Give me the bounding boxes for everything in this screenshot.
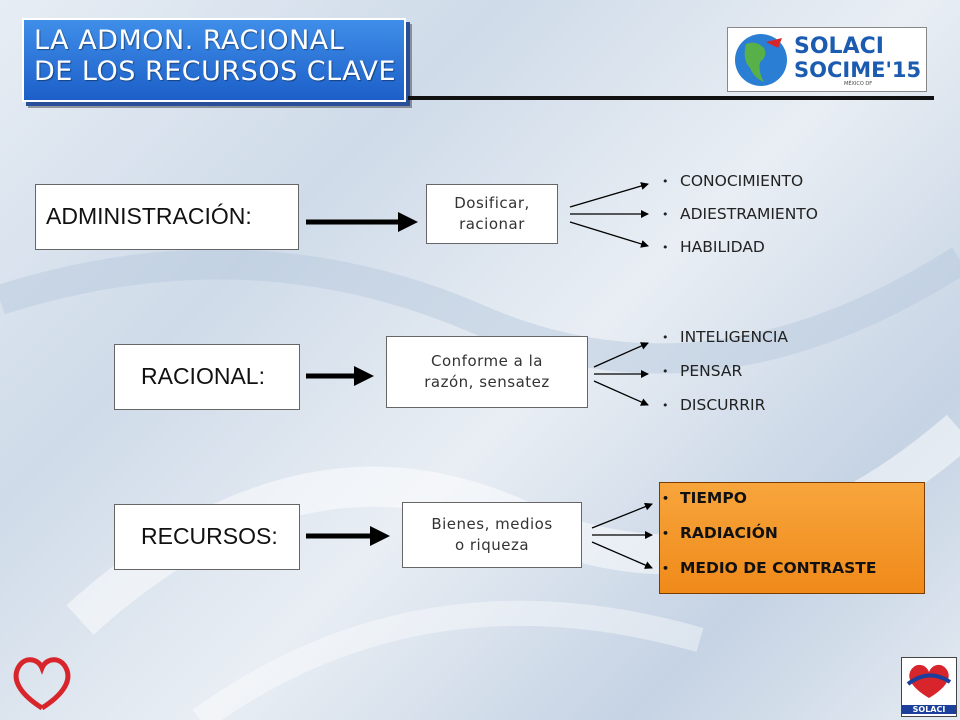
solaci-badge: SOLACI — [901, 657, 957, 717]
definition-line: Bienes, medios — [431, 515, 553, 533]
title-banner: LA ADMON. RACIONAL DE LOS RECURSOS CLAVE — [22, 18, 406, 102]
list-item: TIEMPO — [660, 486, 924, 521]
definition-line: Conforme a la — [431, 352, 543, 370]
list-item: INTELIGENCIA — [660, 326, 788, 360]
label-recursos: RECURSOS: — [114, 504, 300, 570]
title-line-1: LA ADMON. RACIONAL — [34, 25, 345, 56]
logo-subtitle: MÉXICO DF — [844, 81, 873, 87]
title-underline — [408, 96, 934, 100]
list-item: HABILIDAD — [660, 236, 818, 269]
label-racional: RACIONAL: — [114, 344, 300, 410]
heart-ribbon-icon — [906, 664, 952, 698]
definition-line: Dosificar, — [454, 194, 530, 212]
logo-line-1: SOLACI — [794, 34, 884, 59]
definition-recursos: Bienes, medios o riqueza — [402, 502, 582, 568]
badge-label: SOLACI — [902, 705, 956, 714]
items-racional: INTELIGENCIA PENSAR DISCURRIR — [660, 326, 788, 428]
label-administracion: ADMINISTRACIÓN: — [35, 184, 299, 250]
label-text: RECURSOS: — [141, 523, 278, 549]
label-text: RACIONAL: — [141, 363, 265, 389]
solaci-socime-logo: SOLACI SOCIME'15 MÉXICO DF — [727, 27, 927, 92]
list-item: PENSAR — [660, 360, 788, 394]
label-text: ADMINISTRACIÓN: — [46, 203, 252, 229]
list-item: MEDIO DE CONTRASTE — [660, 556, 924, 591]
list-item: ADIESTRAMIENTO — [660, 203, 818, 236]
list-item: DISCURRIR — [660, 394, 788, 428]
list-item: RADIACIÓN — [660, 521, 924, 556]
definition-line: o riqueza — [454, 536, 530, 554]
list-item: CONOCIMIENTO — [660, 170, 818, 203]
definition-line: racionar — [459, 215, 525, 233]
definition-administracion: Dosificar, racionar — [426, 184, 558, 244]
definition-racional: Conforme a la razón, sensatez — [386, 336, 588, 408]
globe-icon — [735, 34, 787, 86]
title-line-2: DE LOS RECURSOS CLAVE — [34, 56, 397, 87]
logo-line-2: SOCIME'15 — [794, 58, 922, 82]
heart-logo-icon — [13, 657, 71, 711]
items-administracion: CONOCIMIENTO ADIESTRAMIENTO HABILIDAD — [660, 170, 818, 269]
definition-line: razón, sensatez — [424, 373, 550, 391]
items-recursos-highlight: TIEMPO RADIACIÓN MEDIO DE CONTRASTE — [659, 482, 925, 594]
